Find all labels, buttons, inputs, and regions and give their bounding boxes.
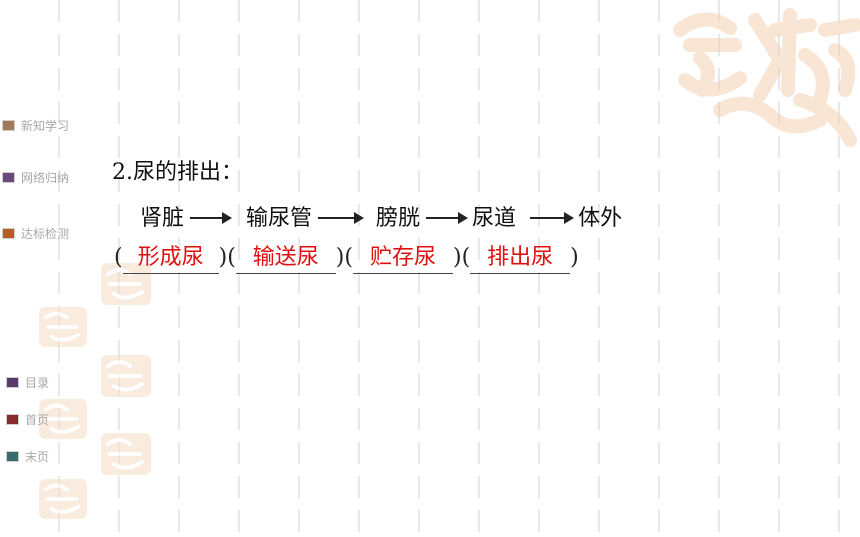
nav-label: 网络归纳 [21, 171, 70, 185]
seal-decoration [101, 433, 151, 475]
urine-flow-diagram: 肾脏 输尿管 膀胱 尿道 体外 [140, 200, 622, 232]
paren-close: ) [335, 245, 345, 270]
flow-node-urethra: 尿道 [472, 206, 517, 231]
flow-node-kidney: 肾脏 [140, 206, 185, 231]
paren-open: ( [344, 245, 353, 270]
seal-decoration [101, 355, 151, 397]
seal-decoration [39, 306, 87, 348]
seal-decoration [39, 398, 87, 440]
arrow-right-icon [530, 212, 575, 224]
flow-node-bladder: 膀胱 [376, 206, 421, 231]
nav-contents[interactable]: 目录 [6, 374, 49, 391]
nav-label: 首页 [25, 413, 50, 427]
answer-blank-transport: 输送尿 [235, 243, 336, 274]
nav-square-icon [6, 451, 19, 462]
nav-first-page[interactable]: 首页 [6, 411, 49, 428]
nav-square-icon [2, 172, 15, 183]
answer-row: ( 形成尿 ) ( 输送尿 ) ( 贮存尿 ) ( 排出尿 ) [114, 243, 579, 274]
nav-square-icon [6, 414, 19, 425]
paren-close: ) [218, 245, 228, 270]
paren-open: ( [461, 245, 471, 270]
seal-decoration [39, 478, 87, 520]
flow-node-outside: 体外 [578, 206, 623, 231]
nav-label: 新知学习 [21, 119, 70, 133]
arrow-right-icon [318, 212, 365, 224]
nav-square-icon [6, 377, 19, 388]
paren-close: ) [452, 245, 462, 270]
nav-label: 末页 [25, 450, 50, 464]
answer-blank-form: 形成尿 [122, 243, 219, 274]
paren-open: ( [114, 245, 123, 270]
nav-square-icon [2, 120, 15, 131]
nav-target-test[interactable]: 达标检测 [2, 225, 69, 242]
nav-last-page[interactable]: 末页 [6, 448, 49, 465]
nav-label: 目录 [25, 376, 50, 390]
seal-decoration-large [673, 8, 860, 147]
nav-square-icon [2, 228, 15, 239]
nav-new-knowledge[interactable]: 新知学习 [2, 117, 69, 134]
arrow-right-icon [190, 212, 233, 224]
nav-network-summary[interactable]: 网络归纳 [2, 169, 69, 186]
nav-label: 达标检测 [21, 227, 70, 241]
answer-blank-excrete: 排出尿 [470, 243, 571, 274]
paren-open: ( [227, 245, 236, 270]
section-heading: 2.尿的排出： [112, 160, 243, 185]
paren-close: ) [570, 245, 579, 270]
answer-blank-store: 贮存尿 [352, 243, 453, 274]
arrow-right-icon [426, 212, 469, 224]
flow-node-ureter: 输尿管 [246, 206, 313, 231]
